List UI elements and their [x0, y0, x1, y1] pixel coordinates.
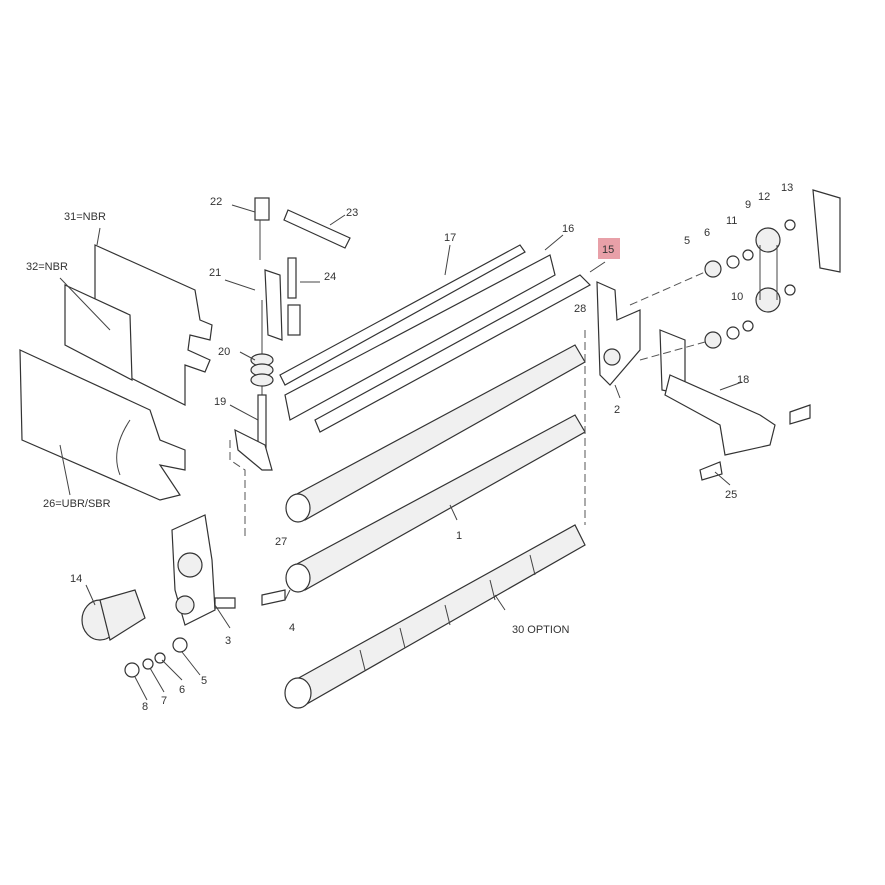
callout-24[interactable]: 24	[324, 271, 336, 283]
callout-30[interactable]: 30 OPTION	[512, 624, 570, 636]
callout-23[interactable]: 23	[346, 207, 358, 219]
callout-15[interactable]: 15	[602, 244, 614, 256]
callout-19[interactable]: 19	[214, 396, 226, 408]
side-plate-32	[64, 284, 133, 382]
callout-28[interactable]: 28	[574, 303, 586, 315]
callout-2[interactable]: 2	[614, 404, 620, 416]
callout-31[interactable]: 31=NBR	[64, 211, 106, 223]
shaft-18	[664, 374, 811, 481]
sprockets-chain	[629, 189, 841, 361]
callout-5b[interactable]: 5	[201, 675, 207, 687]
callout-20[interactable]: 20	[218, 346, 230, 358]
callout-1[interactable]: 1	[456, 530, 462, 542]
callout-7[interactable]: 7	[161, 695, 167, 707]
callout-6b[interactable]: 6	[179, 684, 185, 696]
callout-26[interactable]: 26=UBR/SBR	[43, 498, 111, 510]
rails-16-17	[279, 244, 591, 433]
parts-22-23-24-21-20-19	[229, 197, 351, 540]
callout-17[interactable]: 17	[444, 232, 456, 244]
callout-3[interactable]: 3	[225, 635, 231, 647]
callout-18[interactable]: 18	[737, 374, 749, 386]
callout-21[interactable]: 21	[209, 267, 221, 279]
side-cover-26	[19, 349, 186, 501]
callout-15-highlight	[598, 238, 620, 259]
callout-25[interactable]: 25	[725, 489, 737, 501]
callout-6[interactable]: 6	[704, 227, 710, 239]
callout-32[interactable]: 32=NBR	[26, 261, 68, 273]
callout-4[interactable]: 4	[289, 622, 295, 634]
callout-13[interactable]: 13	[781, 182, 793, 194]
callout-5[interactable]: 5	[684, 235, 690, 247]
callout-9[interactable]: 9	[745, 199, 751, 211]
callout-labels[interactable]: 22 23 31=NBR 17 16 15 5 6 11 9 12 13 32=…	[26, 182, 793, 713]
callout-8[interactable]: 8	[142, 701, 148, 713]
callout-14[interactable]: 14	[70, 573, 82, 585]
callout-16[interactable]: 16	[562, 223, 574, 235]
callout-11[interactable]: 11	[726, 215, 737, 227]
rollers	[284, 330, 586, 709]
motor-and-plate	[81, 514, 286, 678]
callout-10[interactable]: 10	[731, 291, 743, 303]
callout-12[interactable]: 12	[758, 191, 770, 203]
callout-27[interactable]: 27	[275, 536, 287, 548]
callout-22[interactable]: 22	[210, 196, 222, 208]
leader-lines	[59, 204, 743, 701]
